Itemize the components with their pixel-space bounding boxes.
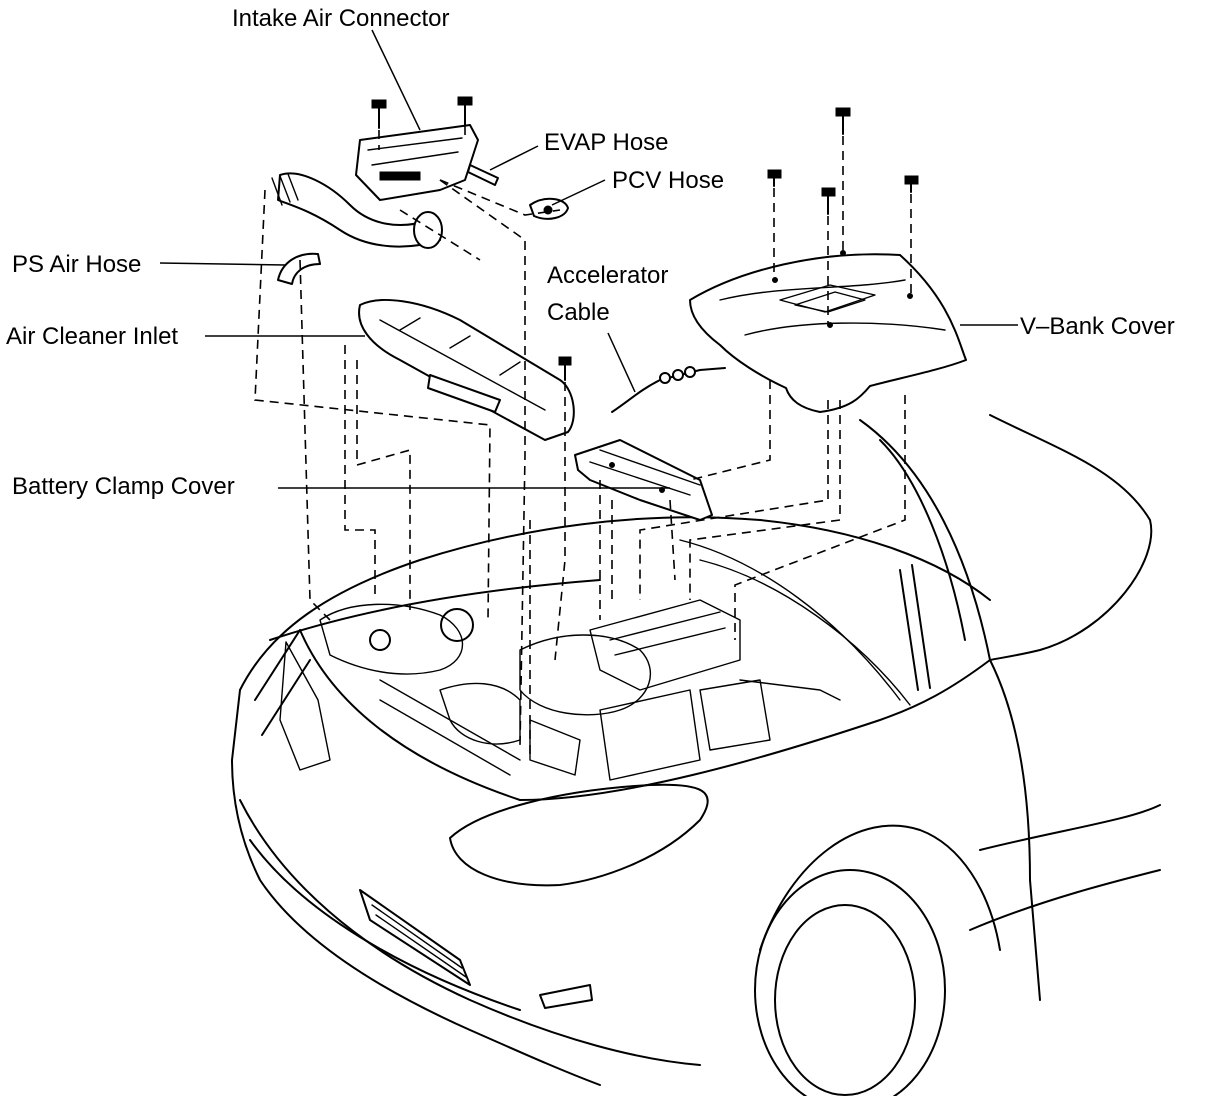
bolt-5 <box>821 187 836 215</box>
label-accelerator-cable-line2: Cable <box>547 299 610 326</box>
car-body <box>231 414 1161 1096</box>
label-battery-clamp-cover: Battery Clamp Cover <box>12 473 235 500</box>
label-air-cleaner-inlet: Air Cleaner Inlet <box>6 323 178 350</box>
label-pcv-hose: PCV Hose <box>612 167 724 194</box>
bolts <box>371 96 919 381</box>
label-v-bank-cover: V–Bank Cover <box>1020 313 1175 340</box>
battery-clamp-cover-part <box>574 439 713 521</box>
air-cleaner-inlet-part <box>358 299 575 441</box>
bolt-1 <box>371 99 387 129</box>
label-evap-hose: EVAP Hose <box>544 129 669 156</box>
accelerator-cable-part <box>611 366 726 413</box>
bolt-2 <box>457 96 473 126</box>
pcv-hose-part <box>529 197 569 220</box>
engine-bay-components <box>319 539 911 781</box>
ps-air-hose-part <box>277 252 321 285</box>
labels: Intake Air Connector EVAP Hose PCV Hose … <box>6 5 1175 500</box>
bolt-4 <box>767 169 782 187</box>
label-intake-air-connector: Intake Air Connector <box>232 5 449 32</box>
bolt-3 <box>835 107 851 135</box>
leader-lines <box>159 29 1018 489</box>
label-accelerator-cable-line1: Accelerator <box>547 262 668 289</box>
alignment-dashed-lines <box>254 126 912 760</box>
bolt-6 <box>904 175 919 193</box>
evap-hose-part <box>467 164 499 186</box>
v-bank-cover-part <box>689 250 967 413</box>
label-ps-air-hose: PS Air Hose <box>12 251 141 278</box>
bolt-7 <box>558 356 572 381</box>
intake-air-connector-part <box>271 124 479 249</box>
